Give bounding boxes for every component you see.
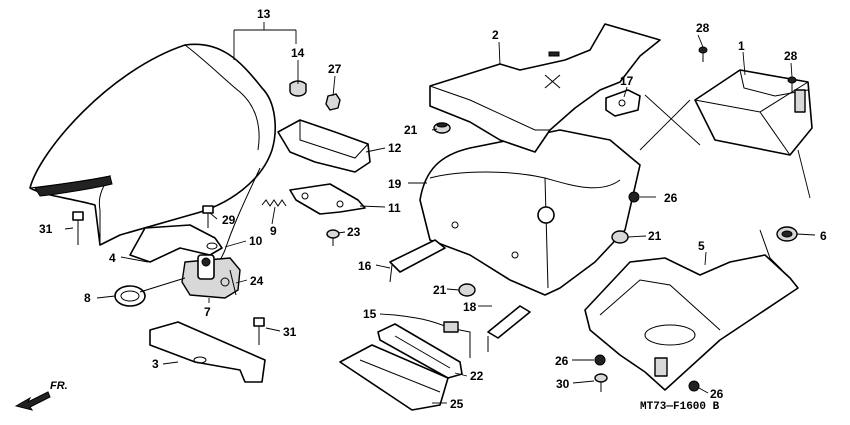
callout-31-upper: 31 xyxy=(39,222,53,236)
bracket-16-illustration xyxy=(389,239,446,283)
rubber-21-top-illustration xyxy=(433,122,451,134)
callout-3: 3 xyxy=(152,357,159,371)
callout-17: 17 xyxy=(620,74,634,88)
rubber-21-bottom-illustration xyxy=(458,283,476,297)
callout-28-left: 28 xyxy=(696,21,710,35)
bracket-12-illustration xyxy=(277,119,371,173)
strap-23-illustration xyxy=(377,323,463,379)
callout-15: 15 xyxy=(363,307,377,321)
callout-26-upper: 26 xyxy=(664,191,678,205)
screw-24-illustration xyxy=(326,229,340,246)
callout-21-right: 21 xyxy=(648,229,662,243)
callout-19: 19 xyxy=(388,177,402,191)
seat-catch-plate-illustration xyxy=(289,183,366,215)
front-direction-label: FR. xyxy=(50,380,68,392)
seat-stay-plate-illustration xyxy=(149,321,266,383)
callout-28-right: 28 xyxy=(784,49,798,63)
front-direction-arrow-icon xyxy=(14,391,51,411)
bolt-28-right-illustration xyxy=(787,76,797,92)
bolt-28-left-illustration xyxy=(698,46,708,62)
seat-lock-illustration xyxy=(181,254,241,299)
seat-bracket-illustration xyxy=(129,224,223,263)
connector-18-illustration xyxy=(487,305,531,352)
callout-22: 25 xyxy=(450,397,464,411)
callout-5: 5 xyxy=(698,239,705,253)
callout-27: 27 xyxy=(328,62,342,76)
callout-10: 10 xyxy=(249,234,263,248)
callout-11: 11 xyxy=(388,201,401,215)
rear-fender-illustration xyxy=(584,229,799,391)
callout-30: 30 xyxy=(556,377,570,391)
callout-16: 16 xyxy=(358,259,372,273)
bolt-31-upper-illustration xyxy=(72,211,84,245)
callout-12: 12 xyxy=(388,141,402,155)
rubber-21-right-illustration xyxy=(611,230,629,244)
callout-23: 22 xyxy=(470,369,484,383)
key-ring-illustration xyxy=(114,277,186,307)
washer-26-middle-illustration xyxy=(594,354,606,366)
callout-26-middle: 26 xyxy=(555,354,569,368)
bolt-31-lower-illustration xyxy=(253,317,265,345)
callout-9: 9 xyxy=(270,224,277,238)
bracket-2-illustration xyxy=(429,23,661,153)
callout-24: 23 xyxy=(347,225,361,239)
rear-cowl-illustration xyxy=(419,129,641,296)
grommet-6-illustration xyxy=(776,226,798,242)
nut-27-illustration xyxy=(325,93,341,111)
callout-25: 24 xyxy=(250,274,264,288)
callout-1: 1 xyxy=(738,39,745,53)
callout-14: 14 xyxy=(291,46,305,60)
callout-6: 6 xyxy=(820,229,827,243)
control-unit-illustration xyxy=(694,69,813,156)
ecu-mount-guide-lines xyxy=(639,94,811,199)
screw-25-illustration xyxy=(229,269,237,296)
callout-18: 18 xyxy=(463,300,477,314)
washer-26-upper-illustration xyxy=(628,191,640,203)
seat-illustration xyxy=(29,43,276,246)
callout-13: 13 xyxy=(257,7,271,21)
washer-26-lower-illustration xyxy=(688,380,700,392)
callout-4: 4 xyxy=(109,251,116,265)
callout-21-bottom: 21 xyxy=(433,283,447,297)
callout-8: 8 xyxy=(84,291,91,305)
callout-29: 29 xyxy=(222,213,236,227)
harness-15-illustration xyxy=(394,314,471,358)
bolt-30-illustration xyxy=(594,373,608,392)
tool-pouch-22-illustration xyxy=(339,344,449,411)
leader-lines xyxy=(64,22,816,404)
callout-7: 7 xyxy=(204,305,211,319)
callout-2: 2 xyxy=(492,28,499,42)
callout-26-lower: 26 xyxy=(710,387,724,401)
bolt-29-illustration xyxy=(202,205,214,228)
callout-31-lower: 31 xyxy=(283,325,297,339)
drawing-code: MT73—F1600 B xyxy=(640,401,720,413)
bracket-17-illustration xyxy=(605,89,641,117)
spring-9-illustration xyxy=(261,199,287,207)
grommet-14-illustration xyxy=(289,80,307,97)
callout-21-top: 21 xyxy=(404,123,418,137)
